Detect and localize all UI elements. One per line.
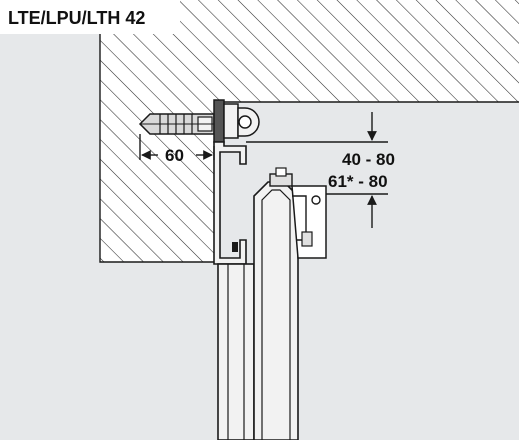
diagram-title: LTE/LPU/LTH 42 [8,8,145,28]
wall-plug [138,113,215,135]
title-band [0,0,180,34]
wall-rail [213,141,247,265]
door-carrier [253,167,327,440]
dimension-label-61-80: 61* - 80 [328,172,388,191]
panel-profile [217,263,255,440]
dimension-label-40-80: 40 - 80 [342,150,395,169]
dimension-label-60: 60 [165,146,184,165]
dimension-anchor-depth: 60 [139,134,215,165]
dimension-rail-range: 40 - 80 61* - 80 [246,112,395,228]
mounting-bracket [213,99,260,143]
